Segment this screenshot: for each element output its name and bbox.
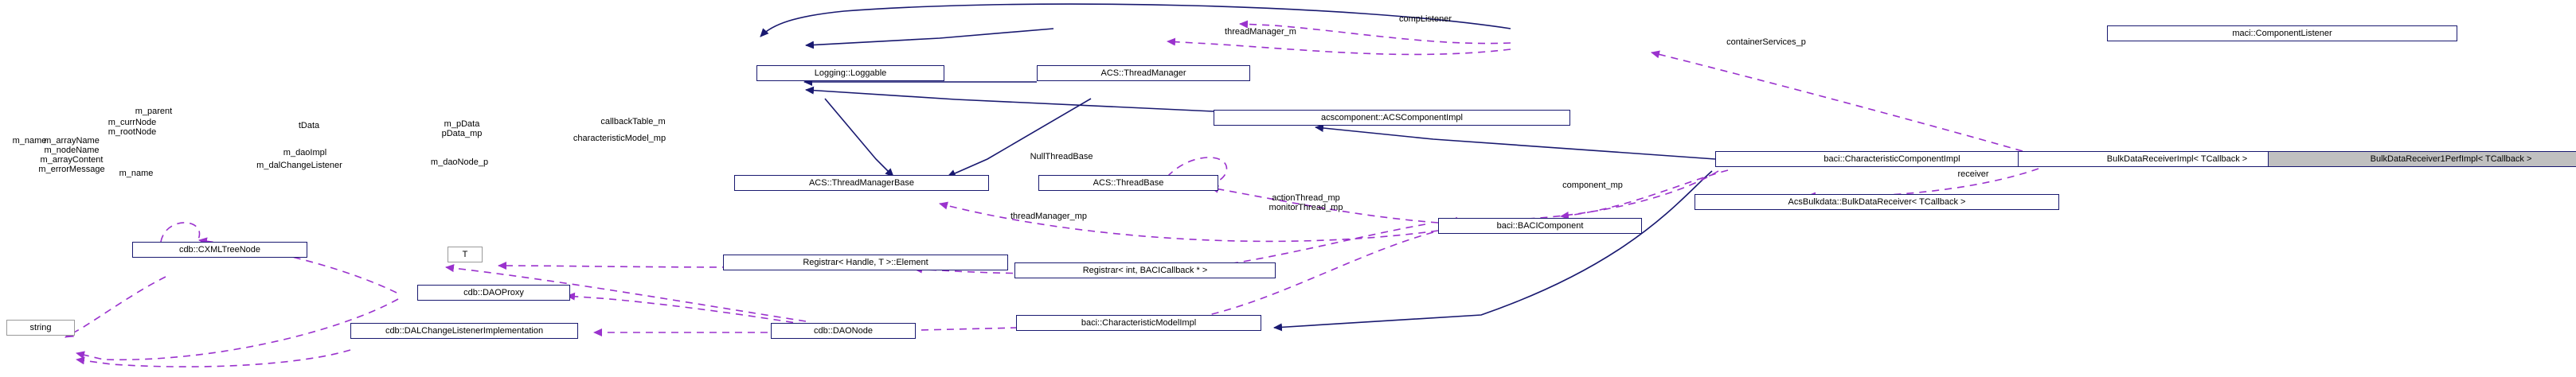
edge-label-nullthreadbase: NullThreadBase [1030, 152, 1093, 161]
node-template-string[interactable]: string [6, 320, 75, 336]
node-acs-threadbase[interactable]: ACS::ThreadBase [1038, 175, 1218, 191]
node-baci-characteristiccomponentimpl[interactable]: baci::CharacteristicComponentImpl [1715, 151, 2069, 167]
node-logging-loggable[interactable]: Logging::Loggable [756, 65, 944, 81]
node-cdb-daoproxy[interactable]: cdb::DAOProxy [417, 285, 570, 301]
edge-label-m-name-bottom: m_name [119, 169, 154, 178]
node-template-t[interactable]: T [448, 247, 483, 262]
node-registrar-handle-element[interactable]: Registrar< Handle, T >::Element [723, 255, 1008, 270]
edge-label-m-dalchangelistener: m_dalChangeListener [256, 161, 342, 170]
edge-label-threadmanager-m: threadManager_m [1225, 27, 1296, 37]
edge-label-m-daoimpl: m_daoImpl [283, 148, 327, 157]
edge-label-m-pdata: m_pData pData_mp [441, 119, 483, 138]
node-acs-threadmanager[interactable]: ACS::ThreadManager [1037, 65, 1250, 81]
edge-label-m-daonode-p: m_daoNode_p [430, 157, 489, 167]
node-baci-characteristicmodelimpl[interactable]: baci::CharacteristicModelImpl [1016, 315, 1261, 331]
edge-label-m-currnode-rootnode: m_currNode m_rootNode [107, 118, 157, 137]
node-acs-threadmanagerbase[interactable]: ACS::ThreadManagerBase [734, 175, 989, 191]
node-cdb-cxmltreenode[interactable]: cdb::CXMLTreeNode [132, 242, 307, 258]
node-maci-componentlistener[interactable]: maci::ComponentListener [2107, 25, 2457, 41]
node-acsbulkdata-bulkdatareceiver[interactable]: AcsBulkdata::BulkDataReceiver< TCallback… [1695, 194, 2059, 210]
edge-label-m-name-top: m_name [12, 136, 47, 146]
edge-label-component-mp: component_mp [1562, 181, 1623, 190]
node-bulkdatareceiver1perfimpl[interactable]: BulkDataReceiver1PerfImpl< TCallback > [2268, 151, 2576, 167]
node-acscomponent-acscomponentimpl[interactable]: acscomponent::ACSComponentImpl [1214, 110, 1570, 126]
edge-label-characteristicmodel-mp: characteristicModel_mp [573, 134, 666, 143]
node-registrar-int-bacicallback[interactable]: Registrar< int, BACICallback * > [1014, 262, 1276, 278]
edge-label-complistener: compListener [1398, 14, 1452, 24]
edge-label-tdata: tData [298, 121, 320, 130]
node-cdb-dalchangelistenerimplementation[interactable]: cdb::DALChangeListenerImplementation [350, 323, 578, 339]
edge-label-m-parent: m_parent [135, 107, 173, 116]
edge-label-containerservices-p: containerServices_p [1726, 37, 1806, 47]
edge-label-receiver: receiver [1957, 169, 1989, 179]
edge-label-actionthread-monitorthread: actionThread_mp monitorThread_mp [1268, 193, 1343, 212]
edge-label-threadmanager-mp: threadManager_mp [1010, 212, 1088, 221]
node-baci-bacicomponent[interactable]: baci::BACIComponent [1438, 218, 1642, 234]
edge-label-callbacktable-m: callbackTable_m [600, 117, 666, 126]
edge-label-cxmltreenode-members: m_arrayName m_nodeName m_arrayContent m_… [38, 136, 105, 174]
node-cdb-daonode[interactable]: cdb::DAONode [771, 323, 916, 339]
